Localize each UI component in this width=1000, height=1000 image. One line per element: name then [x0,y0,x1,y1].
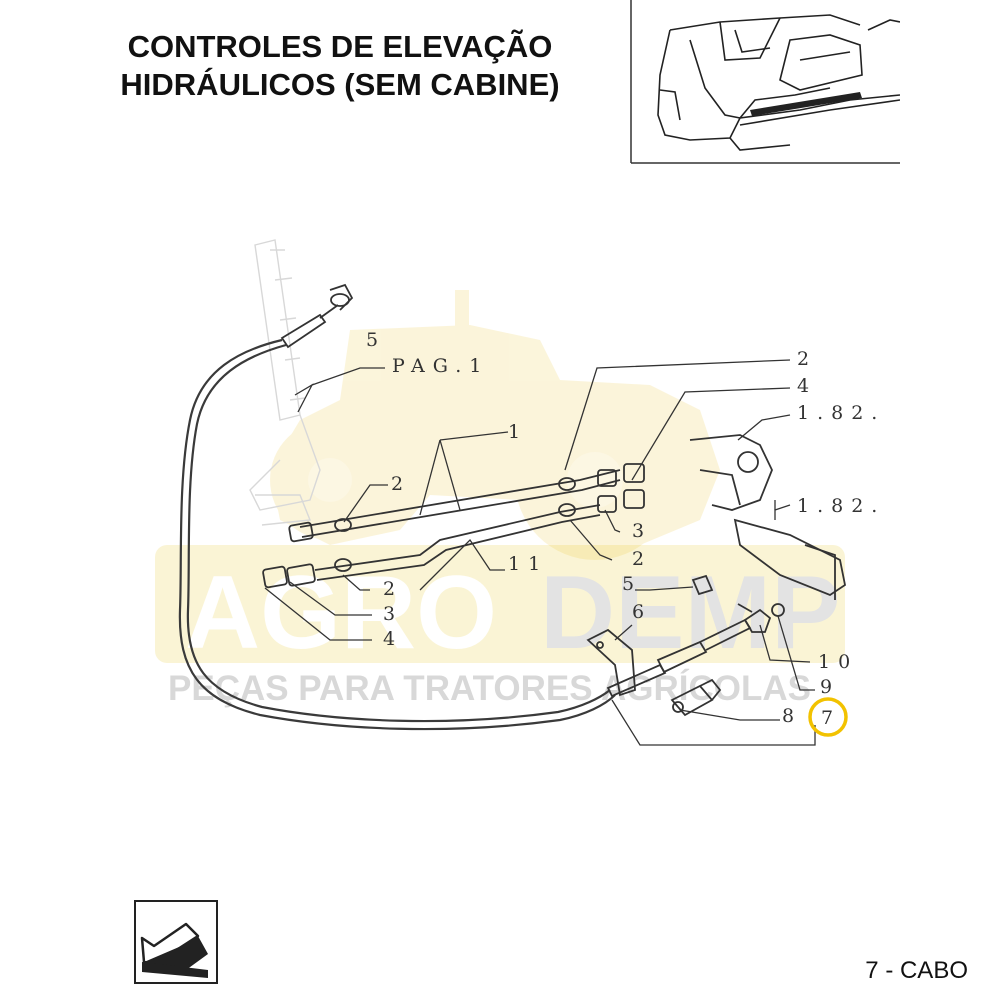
title-line-1: CONTROLES DE ELEVAÇÃO [127,29,553,64]
callout-4-top-right: 4 [797,375,809,397]
callout-7-highlighted: 7 [821,707,833,729]
callout-2-top-right: 2 [797,348,809,370]
highlight-ring [808,697,848,737]
watermark-tagline: PEÇAS PARA TRATORES AGRÍCOLAS [168,668,811,708]
callout-8: 8 [782,705,794,727]
callout-5-top: 5 [366,329,378,351]
location-thumbnail [630,0,900,164]
callout-1: 1 [508,421,520,443]
part-6-bracket [586,628,636,697]
callout-ref-182-b: 1.82. [797,495,885,517]
lift-levers [689,434,847,600]
callout-10: 10 [818,651,858,673]
callout-4-low: 4 [383,628,395,650]
callout-ref-182-a: 1.82. [797,402,885,424]
arrow-left-down-icon [140,922,208,978]
callout-3-mid: 3 [632,520,644,542]
cable-upper-end [280,283,354,349]
part-5-clip [691,574,714,596]
watermark: AGRO DEMP [155,545,845,671]
leader-lines [264,359,816,746]
watermark-brand-right: DEMP [540,555,840,671]
title-line-2: HIDRÁULICOS (SEM CABINE) [120,67,560,102]
callout-5-low: 5 [622,573,634,595]
callout-9: 9 [820,676,832,698]
back-nav-button[interactable] [134,900,218,984]
callout-11: 11 [508,553,548,575]
callout-2-mid: 2 [632,548,644,570]
callout-3-low: 3 [383,603,395,625]
callout-pag-ref: PAG.1 [392,355,489,377]
control-rods [262,463,645,589]
callout-2-low: 2 [383,578,395,600]
cable-loop [178,338,616,731]
watermark-tractor-icon [270,290,720,560]
part-caption: 7 - CABO [865,957,968,984]
background-frame [249,239,321,526]
callout-6: 6 [632,601,644,623]
cable-lower-end [606,603,785,698]
watermark-brand-left: AGRO [185,555,497,671]
callout-2-left: 2 [391,473,403,495]
page-title: CONTROLES DE ELEVAÇÃO HIDRÁULICOS (SEM C… [40,28,640,104]
